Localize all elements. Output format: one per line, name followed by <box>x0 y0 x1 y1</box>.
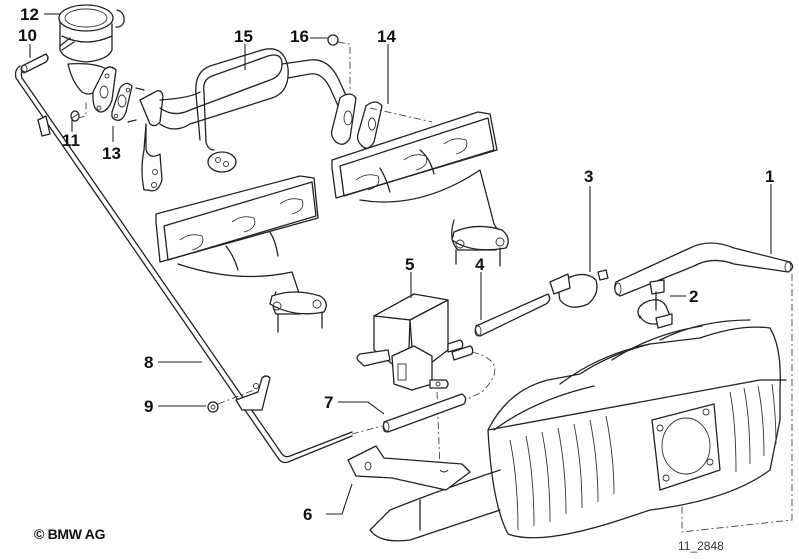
part-6-bracket[interactable] <box>347 445 471 491</box>
exhaust-manifold-front <box>155 175 327 333</box>
callout-11[interactable]: 11 <box>62 131 80 150</box>
part-9-nut[interactable] <box>207 375 271 413</box>
callout-16[interactable]: 16 <box>290 27 309 46</box>
callout-1[interactable]: 1 <box>765 167 774 186</box>
part-14-gasket[interactable] <box>330 93 433 149</box>
diagram-id: 11_2848 <box>678 539 724 553</box>
part-13-gasket[interactable] <box>111 82 133 121</box>
intake-manifold <box>369 319 787 542</box>
callout-labels: 12 10 11 13 15 16 14 1 2 3 4 5 6 7 8 9 <box>18 5 774 524</box>
callout-8[interactable]: 8 <box>144 353 153 372</box>
part-5-solenoid-valve[interactable] <box>356 293 496 471</box>
part-8-line[interactable] <box>14 65 353 464</box>
copyright-text: © BMW AG <box>34 526 106 542</box>
callout-13[interactable]: 13 <box>102 144 121 163</box>
part-11-nut[interactable] <box>70 100 87 122</box>
callout-15[interactable]: 15 <box>234 27 253 46</box>
part-4-hose[interactable] <box>474 293 551 337</box>
part-15-pipe[interactable] <box>127 48 351 192</box>
leader-lines <box>29 13 772 515</box>
part-16-nut[interactable] <box>327 34 351 90</box>
part-2-clip[interactable] <box>637 279 673 329</box>
callout-2[interactable]: 2 <box>689 287 698 306</box>
callout-9[interactable]: 9 <box>144 397 153 416</box>
callout-3[interactable]: 3 <box>584 167 593 186</box>
part-12-flange <box>92 66 117 113</box>
exhaust-manifold-rear <box>331 111 509 267</box>
callout-5[interactable]: 5 <box>405 255 414 274</box>
part-10-hose[interactable] <box>20 53 49 74</box>
callout-10[interactable]: 10 <box>18 26 37 45</box>
callout-12[interactable]: 12 <box>20 5 39 24</box>
callout-6[interactable]: 6 <box>303 505 312 524</box>
callout-7[interactable]: 7 <box>324 393 333 412</box>
callout-4[interactable]: 4 <box>475 255 485 274</box>
callout-14[interactable]: 14 <box>377 27 396 46</box>
part-3-filter[interactable] <box>549 269 609 308</box>
part-1-pipe[interactable] <box>614 242 794 533</box>
part-7-hose[interactable] <box>351 393 467 435</box>
